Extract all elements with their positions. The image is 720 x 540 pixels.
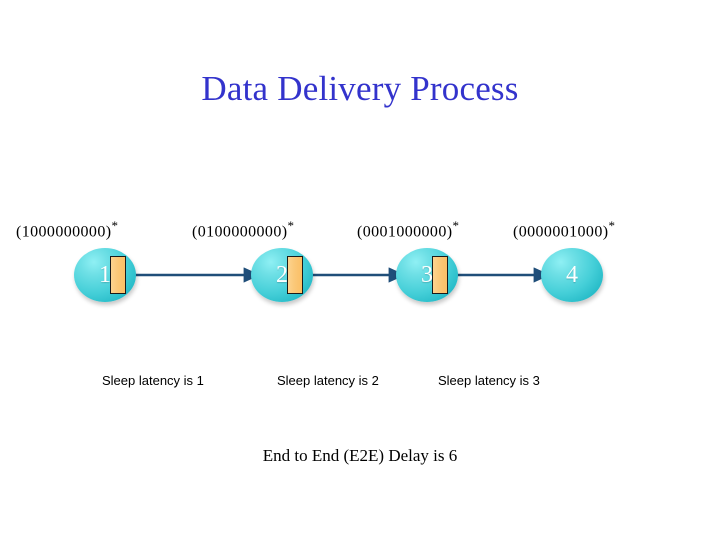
sleep-latency-label-3: Sleep latency is 3 bbox=[438, 373, 540, 388]
kleene-star-icon: * bbox=[608, 218, 615, 233]
network-node-1-label: 1 bbox=[99, 262, 111, 288]
state-label-node-1-text: (1000000000) bbox=[16, 223, 112, 241]
state-label-node-3-text: (0001000000) bbox=[357, 223, 453, 241]
e2e-delay-caption: End to End (E2E) Delay is 6 bbox=[262, 446, 458, 465]
state-label-node-1: (1000000000)* bbox=[16, 215, 118, 243]
buffer-marker-node-3 bbox=[432, 256, 448, 294]
state-label-node-2-text: (0100000000) bbox=[192, 223, 288, 241]
network-node-3-label: 3 bbox=[421, 262, 433, 288]
link-arrows-layer bbox=[126, 267, 551, 283]
state-label-row: (1000000000)* (0100000000)* (0001000000)… bbox=[0, 215, 720, 240]
sleep-latency-label-1: Sleep latency is 1 bbox=[102, 373, 204, 388]
network-node-2-label: 2 bbox=[276, 262, 288, 288]
kleene-star-icon: * bbox=[111, 218, 118, 233]
state-label-node-4-text: (0000001000) bbox=[513, 223, 609, 241]
sleep-latency-row: Sleep latency is 1 Sleep latency is 2 Sl… bbox=[0, 371, 720, 391]
buffer-marker-node-1 bbox=[110, 256, 126, 294]
network-node-3[interactable]: 3 bbox=[396, 248, 458, 302]
kleene-star-icon: * bbox=[452, 218, 459, 233]
page-title: Data Delivery Process bbox=[201, 69, 519, 108]
network-node-4[interactable]: 4 bbox=[541, 248, 603, 302]
sleep-latency-label-2: Sleep latency is 2 bbox=[277, 373, 379, 388]
state-label-node-3: (0001000000)* bbox=[357, 215, 459, 243]
kleene-star-icon: * bbox=[287, 218, 294, 233]
state-label-node-2: (0100000000)* bbox=[192, 215, 294, 243]
buffer-marker-node-2 bbox=[287, 256, 303, 294]
network-node-4-label: 4 bbox=[566, 262, 578, 288]
network-node-2[interactable]: 2 bbox=[251, 248, 313, 302]
state-label-node-4: (0000001000)* bbox=[513, 215, 615, 243]
network-node-1[interactable]: 1 bbox=[74, 248, 136, 302]
network-graph: 1 2 3 4 bbox=[0, 240, 720, 320]
